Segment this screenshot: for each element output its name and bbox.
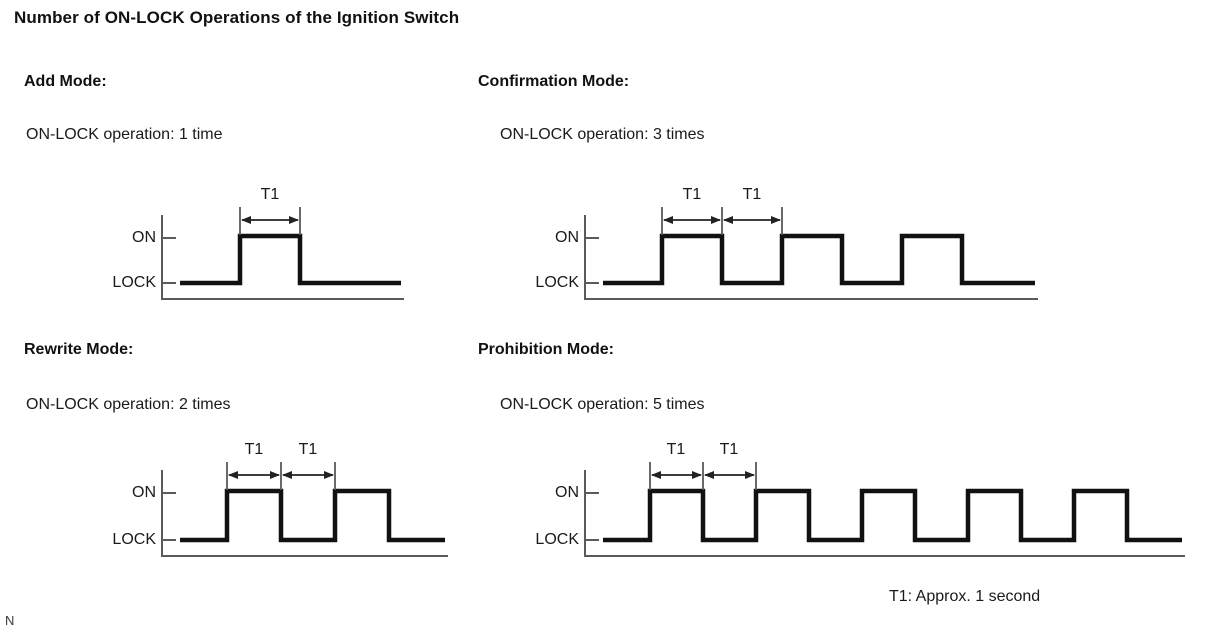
footnote-t1-duration: T1: Approx. 1 second xyxy=(889,588,1041,605)
panel-heading-rewrite-mode: Rewrite Mode: xyxy=(24,341,134,358)
axis-label-lock: LOCK xyxy=(535,531,579,548)
t1-arrow-head-1-left xyxy=(651,471,661,479)
panel-heading-confirmation-mode: Confirmation Mode: xyxy=(478,73,630,90)
panel-heading-add-mode: Add Mode: xyxy=(24,73,107,90)
t1-arrow-head-1-left xyxy=(228,471,238,479)
t1-arrow-head-2-right xyxy=(324,471,334,479)
axis-label-lock: LOCK xyxy=(112,274,156,291)
axis-label-lock: LOCK xyxy=(535,274,579,291)
axis-lines xyxy=(161,215,404,300)
signal-trace xyxy=(603,233,1035,286)
waveform-add-mode: ON LOCK T1 xyxy=(112,186,404,300)
t1-label-2: T1 xyxy=(299,441,318,458)
axis-label-lock: LOCK xyxy=(112,531,156,548)
t1-arrow-head-2-right xyxy=(745,471,755,479)
signal-trace xyxy=(603,488,1182,543)
t1-arrow-head-1-right xyxy=(692,471,702,479)
t1-arrow-head-1-right xyxy=(270,471,280,479)
axis-label-on: ON xyxy=(132,229,156,246)
t1-arrow-head-1-left xyxy=(663,216,673,224)
waveform-rewrite-mode: ON LOCK T1 T1 xyxy=(112,441,448,557)
waveform-confirmation-mode: ON LOCK T1 T1 xyxy=(535,186,1038,300)
axis-lines xyxy=(584,470,1185,557)
page-marker: N xyxy=(5,613,15,628)
t1-label: T1 xyxy=(261,186,280,203)
t1-arrow-head-2-left xyxy=(723,216,733,224)
axis-lines xyxy=(161,470,448,557)
t1-label-2: T1 xyxy=(720,441,739,458)
panel-subtitle-prohibition-mode: ON-LOCK operation: 5 times xyxy=(500,396,705,413)
axis-label-on: ON xyxy=(555,484,579,501)
panel-subtitle-confirmation-mode: ON-LOCK operation: 3 times xyxy=(500,126,705,143)
t1-arrow-head-left xyxy=(241,216,251,224)
signal-trace xyxy=(180,488,445,543)
panel-subtitle-rewrite-mode: ON-LOCK operation: 2 times xyxy=(26,396,231,413)
axis-label-on: ON xyxy=(555,229,579,246)
page-title: Number of ON-LOCK Operations of the Igni… xyxy=(14,8,460,27)
panel-heading-prohibition-mode: Prohibition Mode: xyxy=(478,341,614,358)
axis-lines xyxy=(584,215,1038,300)
t1-arrow-head-2-left xyxy=(704,471,714,479)
t1-label-2: T1 xyxy=(743,186,762,203)
axis-label-on: ON xyxy=(132,484,156,501)
t1-arrow-head-1-right xyxy=(711,216,721,224)
signal-trace xyxy=(180,233,401,286)
panel-subtitle-add-mode: ON-LOCK operation: 1 time xyxy=(26,126,223,143)
t1-arrow-head-2-right xyxy=(771,216,781,224)
waveform-prohibition-mode: ON LOCK T1 T1 xyxy=(535,441,1185,557)
t1-label-1: T1 xyxy=(683,186,702,203)
t1-arrow-head-2-left xyxy=(282,471,292,479)
t1-label-1: T1 xyxy=(245,441,264,458)
t1-arrow-head-right xyxy=(289,216,299,224)
t1-label-1: T1 xyxy=(667,441,686,458)
